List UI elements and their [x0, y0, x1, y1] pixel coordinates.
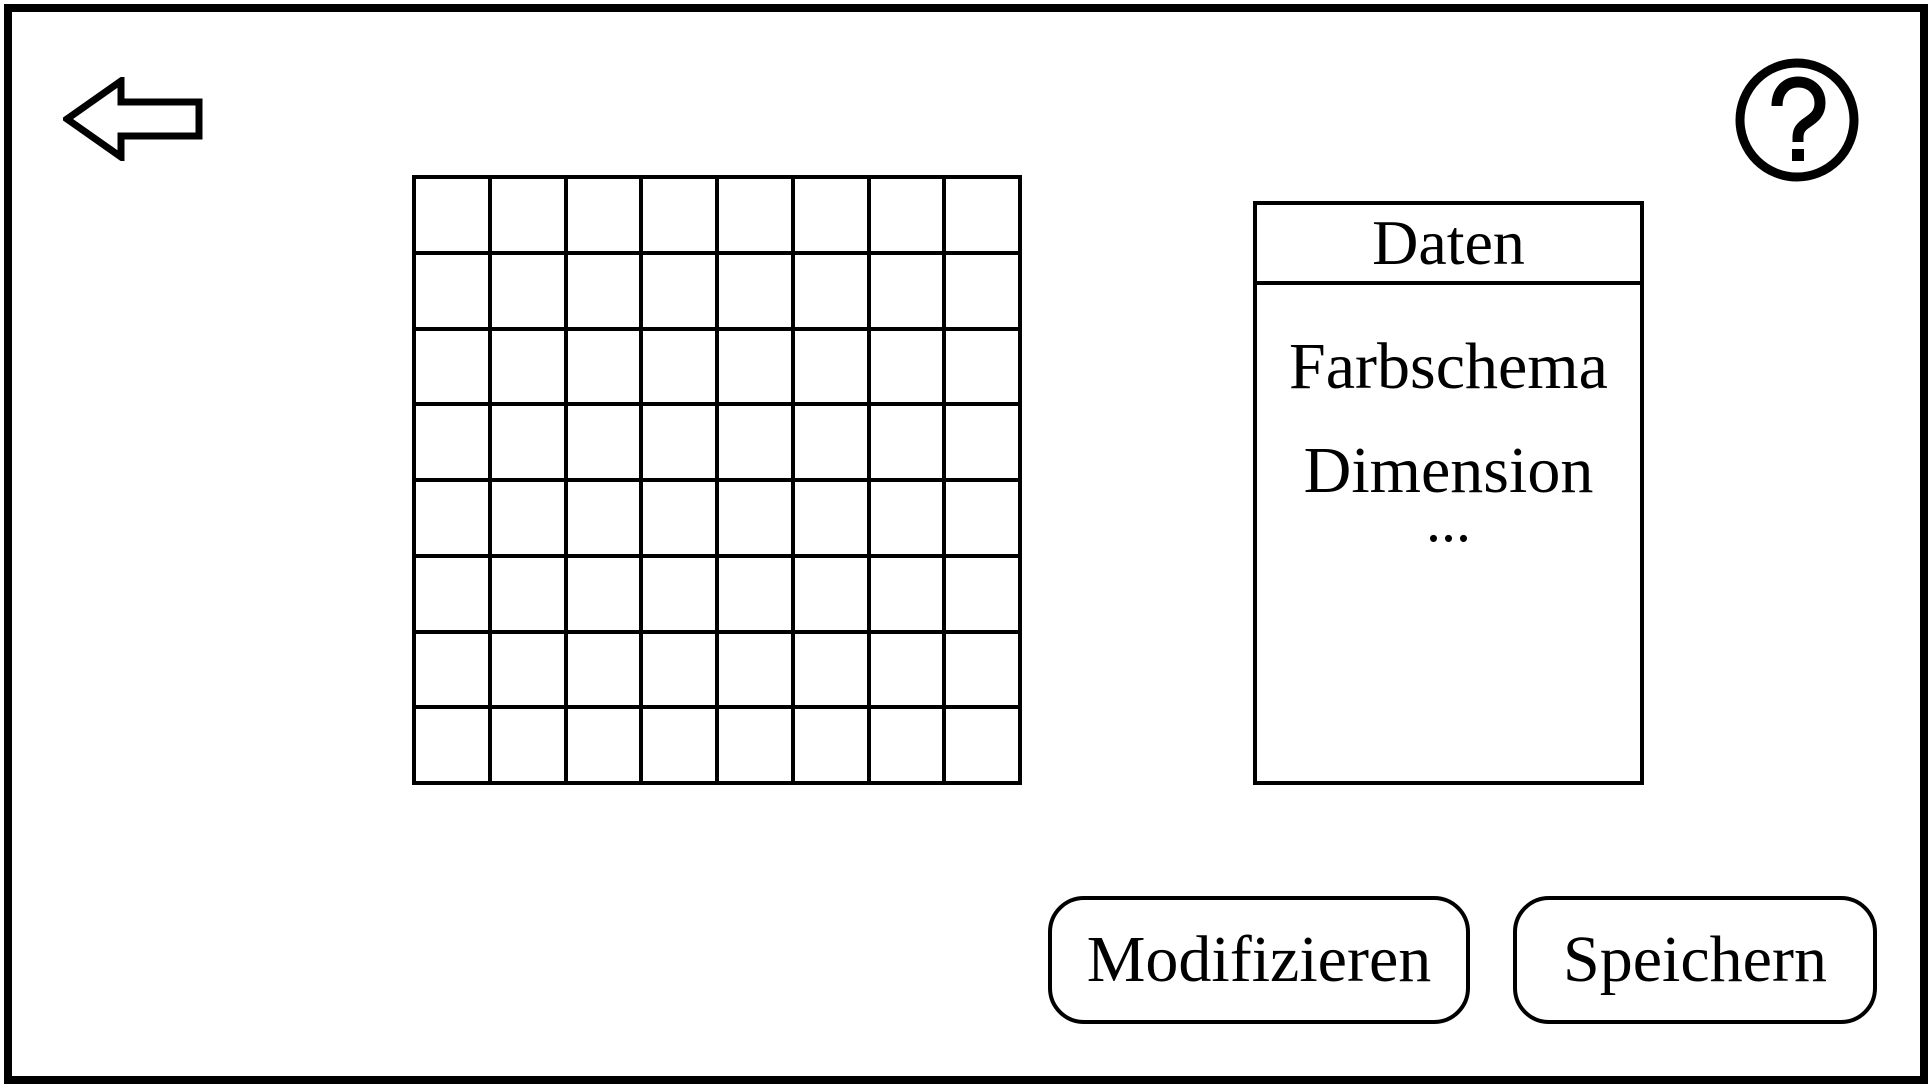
data-panel-title: Daten — [1257, 205, 1640, 285]
app-frame — [4, 4, 1928, 1084]
grid-cell[interactable] — [414, 631, 490, 708]
grid-cell[interactable] — [944, 328, 1020, 405]
grid-cell[interactable] — [868, 707, 945, 783]
grid-cell[interactable] — [944, 177, 1020, 253]
grid-cell[interactable] — [414, 328, 490, 405]
grid-cell[interactable] — [944, 707, 1020, 783]
grid-cell[interactable] — [717, 328, 793, 405]
grid-cell[interactable] — [944, 555, 1020, 632]
grid-cell[interactable] — [868, 555, 945, 632]
grid-cell[interactable] — [717, 707, 793, 783]
grid-cell[interactable] — [565, 177, 642, 253]
grid-cell[interactable] — [414, 707, 490, 783]
grid-cell[interactable] — [565, 328, 642, 405]
grid-cell[interactable] — [565, 480, 642, 556]
grid-cell[interactable] — [868, 328, 945, 405]
data-panel: Daten Farbschema Dimension ... — [1253, 201, 1644, 785]
grid-cell[interactable] — [489, 177, 566, 253]
modify-button[interactable]: Modifizieren — [1048, 896, 1470, 1024]
grid-cell[interactable] — [489, 707, 566, 783]
grid-cell[interactable] — [414, 177, 490, 253]
pixel-grid[interactable] — [412, 175, 1022, 785]
grid-cell[interactable] — [489, 480, 566, 556]
grid-cell[interactable] — [641, 480, 717, 556]
save-button[interactable]: Speichern — [1513, 896, 1877, 1024]
grid-cell[interactable] — [792, 177, 869, 253]
grid-cell[interactable] — [717, 177, 793, 253]
grid-cell[interactable] — [565, 707, 642, 783]
grid-cell[interactable] — [717, 555, 793, 632]
grid-cell[interactable] — [792, 631, 869, 708]
grid-cell[interactable] — [717, 252, 793, 329]
grid-cell[interactable] — [641, 177, 717, 253]
grid-cell[interactable] — [944, 480, 1020, 556]
grid-cell[interactable] — [414, 555, 490, 632]
grid-cell[interactable] — [868, 631, 945, 708]
grid-cell[interactable] — [565, 631, 642, 708]
grid-cell[interactable] — [565, 555, 642, 632]
grid-cell[interactable] — [641, 404, 717, 480]
data-more-ellipsis: ... — [1426, 488, 1471, 554]
grid-cell[interactable] — [944, 404, 1020, 480]
grid-cell[interactable] — [641, 707, 717, 783]
grid-cell[interactable] — [792, 328, 869, 405]
arrow-left-icon — [60, 74, 203, 164]
grid-cell[interactable] — [868, 177, 945, 253]
grid-cell[interactable] — [792, 252, 869, 329]
grid-cell[interactable] — [641, 252, 717, 329]
grid-cell[interactable] — [565, 252, 642, 329]
grid-cell[interactable] — [792, 555, 869, 632]
help-button[interactable] — [1733, 56, 1861, 184]
grid-cell[interactable] — [489, 252, 566, 329]
grid-cell[interactable] — [641, 328, 717, 405]
data-list: Farbschema Dimension ... — [1257, 285, 1640, 551]
grid-cell[interactable] — [414, 404, 490, 480]
grid-cell[interactable] — [792, 404, 869, 480]
grid-cell[interactable] — [414, 480, 490, 556]
grid-cell[interactable] — [792, 480, 869, 556]
grid-cell[interactable] — [944, 631, 1020, 708]
back-button[interactable] — [60, 74, 203, 164]
grid-cell[interactable] — [868, 404, 945, 480]
grid-cell[interactable] — [717, 631, 793, 708]
grid-cell[interactable] — [414, 252, 490, 329]
question-mark-icon — [1735, 58, 1859, 182]
data-item-dimension[interactable]: Dimension — [1303, 434, 1594, 507]
grid-cell[interactable] — [868, 252, 945, 329]
grid-cell[interactable] — [717, 404, 793, 480]
grid-cell[interactable] — [489, 328, 566, 405]
grid-cell[interactable] — [868, 480, 945, 556]
grid-cell[interactable] — [489, 555, 566, 632]
grid-cell[interactable] — [565, 404, 642, 480]
grid-cell[interactable] — [489, 404, 566, 480]
grid-cell[interactable] — [641, 631, 717, 708]
grid-cell[interactable] — [792, 707, 869, 783]
grid-cell[interactable] — [641, 555, 717, 632]
grid-cell[interactable] — [717, 480, 793, 556]
grid-cell[interactable] — [489, 631, 566, 708]
grid-cell[interactable] — [944, 252, 1020, 329]
data-item-color-scheme[interactable]: Farbschema — [1289, 330, 1608, 403]
